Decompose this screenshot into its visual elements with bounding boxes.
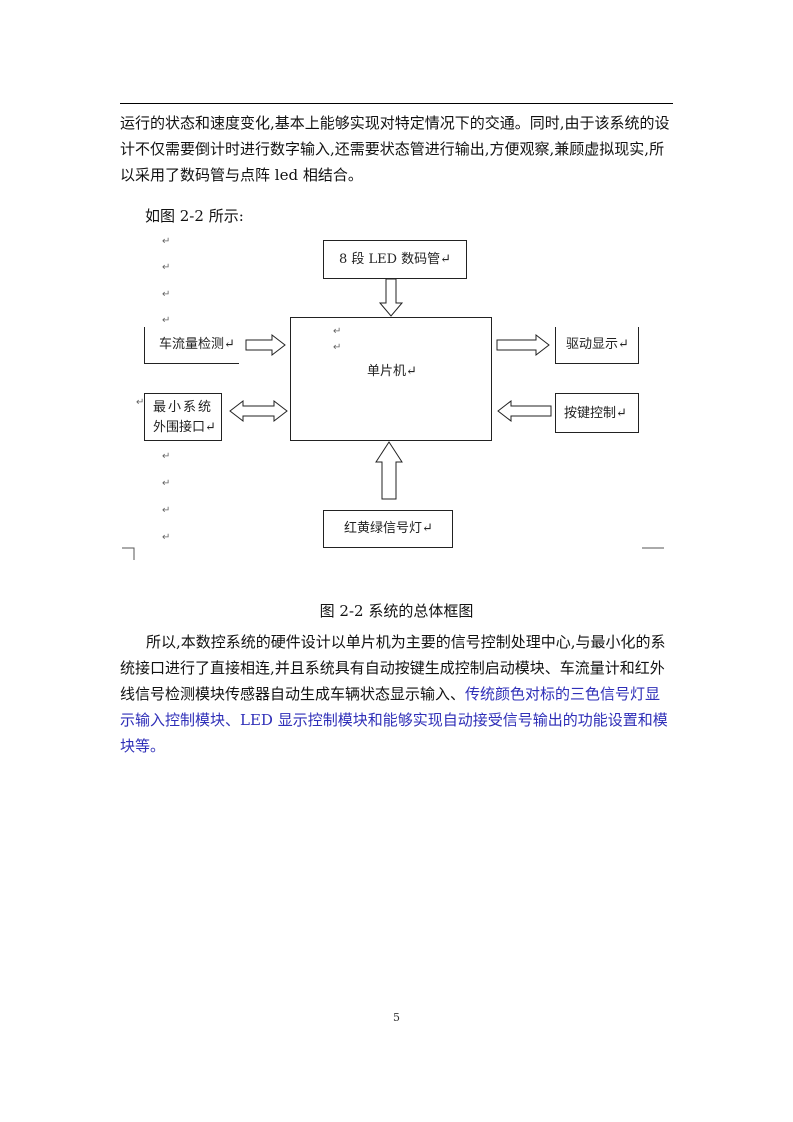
led-label: 8 段 LED 数码管↵ [338,252,452,267]
return-mark: ↵ [162,532,171,543]
led-box: 8 段 LED 数码管↵ [323,240,467,279]
traffic-label: 车流量检测↵ [159,337,235,352]
return-mark: ↵ [162,451,171,462]
paragraph-1: 运行的状态和速度变化,基本上能够实现对特定情况下的交通。同时,由于该系统的设计不… [120,114,670,184]
signal-label: 红黄绿信号灯↵ [344,521,433,536]
arrow-mcu-to-drive [496,333,550,357]
arrow-signal-to-mcu [375,441,403,500]
signal-box: 红黄绿信号灯↵ [323,510,453,548]
traffic-box: 车流量检测↵ [144,327,239,364]
paragraph-2: 如图 2-2 所示: [145,207,244,225]
return-mark: ↵ [333,342,342,353]
return-mark: ↵ [162,236,171,247]
return-mark: ↵ [162,478,171,489]
arrow-led-to-mcu [378,278,404,317]
corner-mark-left [122,547,135,560]
return-mark: ↵ [136,397,145,408]
return-mark: ↵ [162,289,171,300]
mcu-box: 单片机↵ ↵ ↵ [290,317,492,441]
arrow-traffic-to-mcu [245,333,286,357]
arrow-minsys-mcu [229,399,288,423]
return-mark: ↵ [162,262,171,273]
arrow-key-to-mcu [497,399,552,423]
drive-box: 驱动显示↵ [555,327,639,364]
page-number: 5 [393,1011,400,1024]
minsys-label-2: 外围接口↵ [153,420,216,435]
return-mark: ↵ [333,326,342,337]
mcu-label: 单片机↵ [367,364,417,379]
key-label: 按键控制↵ [564,406,627,421]
paragraph-3-text: 所以,本数控系统的硬件设计以单片机为主要的信号控制处理中心,与最小化的系统接口进… [120,633,666,703]
header-rule [120,103,673,104]
return-mark: ↵ [162,505,171,516]
figure-caption: 图 2-2 系统的总体框图 [319,602,474,620]
paragraph-3-highlight: 传统颜色对标的三色信号灯显示输入控制模块、LED 显示控制模块和能够实现自动接受… [120,685,668,755]
key-box: 按键控制↵ [555,393,639,433]
diagram-arrows [122,278,664,560]
return-mark: ↵ [162,315,171,326]
minsys-box: 最小系统 外围接口↵ [144,393,222,441]
paragraph-3: 所以,本数控系统的硬件设计以单片机为主要的信号控制处理中心,与最小化的系统接口进… [120,629,673,759]
minsys-label-1: 最小系统 [153,400,214,415]
drive-label: 驱动显示↵ [566,337,629,352]
